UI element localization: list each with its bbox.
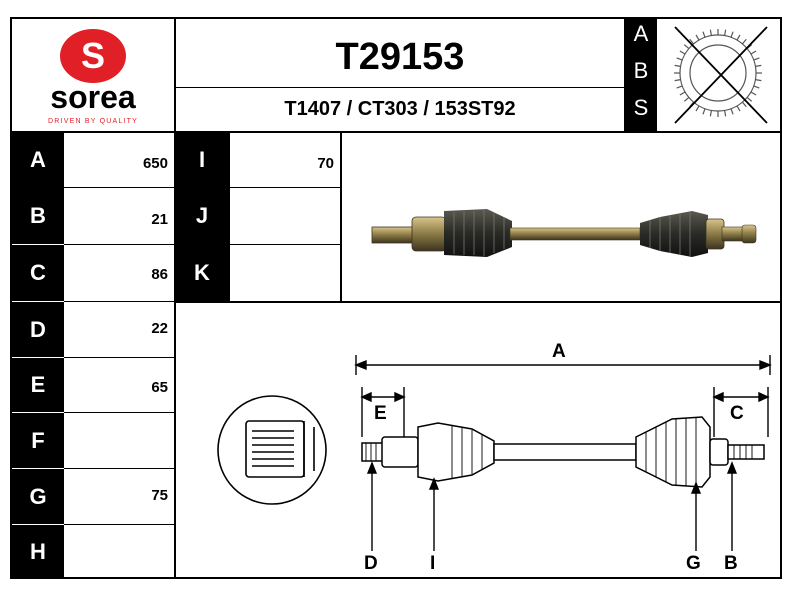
logo-oval xyxy=(60,29,126,83)
spline-detail-circle xyxy=(217,395,327,505)
spec-label-c: C xyxy=(12,245,64,301)
abs-ring-crossed-icon xyxy=(657,19,780,131)
spec-label-i: I xyxy=(176,131,228,188)
sorea-logo-mark: S sorea DRIVEN BY QUALITY xyxy=(48,29,138,125)
spec-label-k: K xyxy=(176,245,228,301)
brand-logo: S sorea DRIVEN BY QUALITY xyxy=(12,19,174,131)
logo-brand-text: sorea xyxy=(50,79,136,115)
spec-value-e: 65 xyxy=(151,379,168,396)
spec-label-b: B xyxy=(12,188,64,244)
spec-value-a: 650 xyxy=(142,155,168,172)
dimension-label-a: A xyxy=(552,341,566,362)
logo-letter: S xyxy=(81,35,105,76)
cross-reference-numbers: T1407 / CT303 / 153ST92 xyxy=(284,98,516,120)
callout-label-d: D xyxy=(364,553,378,574)
technical-diagram: A E C D I G B xyxy=(176,303,780,579)
dimension-label-e: E xyxy=(374,403,387,424)
callout-label-i: I xyxy=(430,553,436,574)
spec-label-f: F xyxy=(12,413,64,468)
spec-value-c: 86 xyxy=(151,266,168,283)
spec-value-d: 22 xyxy=(151,320,168,337)
spec-label-d: D xyxy=(12,302,64,357)
part-number: T29153 xyxy=(335,36,465,78)
callout-label-g: G xyxy=(686,553,701,574)
spec-label-h: H xyxy=(12,525,64,579)
abs-letter-a: A xyxy=(633,21,649,46)
dimension-label-c: C xyxy=(730,403,744,424)
abs-letter-s: S xyxy=(633,95,649,120)
callout-label-b: B xyxy=(724,553,738,574)
shaft-dimension-drawing xyxy=(217,355,772,551)
datasheet: S sorea DRIVEN BY QUALITY T29153 T1407 /… xyxy=(10,17,782,579)
spec-label-e: E xyxy=(12,358,64,412)
spec-label-a: A xyxy=(12,131,64,188)
spec-value-b: 21 xyxy=(151,211,168,228)
spec-label-j: J xyxy=(176,188,228,244)
spec-value-g: 75 xyxy=(151,487,168,504)
spec-value-i: 70 xyxy=(317,155,334,172)
abs-indicator: A B S xyxy=(626,19,655,131)
spec-label-g: G xyxy=(12,469,64,524)
abs-letter-b: B xyxy=(633,58,649,83)
logo-tagline: DRIVEN BY QUALITY xyxy=(48,118,138,125)
product-photo xyxy=(342,133,780,301)
